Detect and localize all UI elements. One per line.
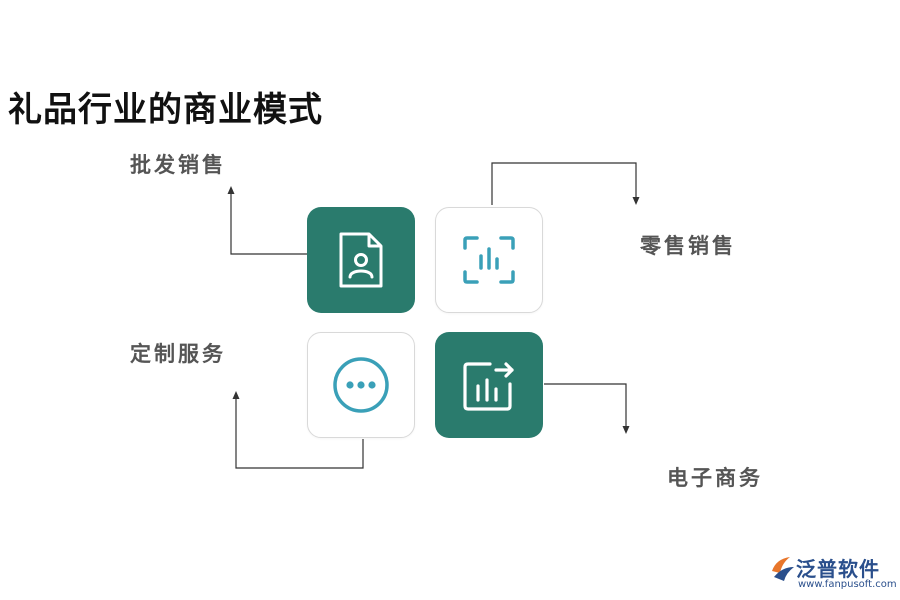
brand-mark-icon [772, 557, 794, 581]
user-document-icon [339, 232, 383, 288]
arrowhead-retail [632, 197, 640, 205]
more-dots-icon [333, 357, 389, 413]
brand-logo: 泛普软件 www.fanpusoft.com [768, 551, 897, 597]
arrowhead-wholesale [227, 186, 235, 194]
tile-wholesale [307, 207, 415, 313]
connector-retail [491, 162, 637, 205]
connector-wholesale [230, 192, 307, 255]
label-ecommerce: 电子商务 [667, 466, 763, 490]
connector-ecommerce [544, 383, 627, 429]
label-custom: 定制服务 [130, 342, 226, 366]
tile-retail [435, 207, 543, 313]
scan-chart-icon [463, 236, 515, 284]
tile-custom [307, 332, 415, 438]
label-retail: 零售销售 [640, 234, 736, 258]
arrowhead-custom [232, 391, 240, 399]
connector-custom [235, 397, 364, 469]
brand-url: www.fanpusoft.com [798, 579, 897, 590]
tile-ecommerce [435, 332, 543, 438]
brand-name: 泛普软件 [796, 557, 880, 581]
label-wholesale: 批发销售 [130, 153, 226, 177]
chart-share-icon [463, 362, 514, 411]
page-title: 礼品行业的商业模式 [8, 90, 323, 130]
arrowhead-ecommerce [622, 426, 630, 434]
